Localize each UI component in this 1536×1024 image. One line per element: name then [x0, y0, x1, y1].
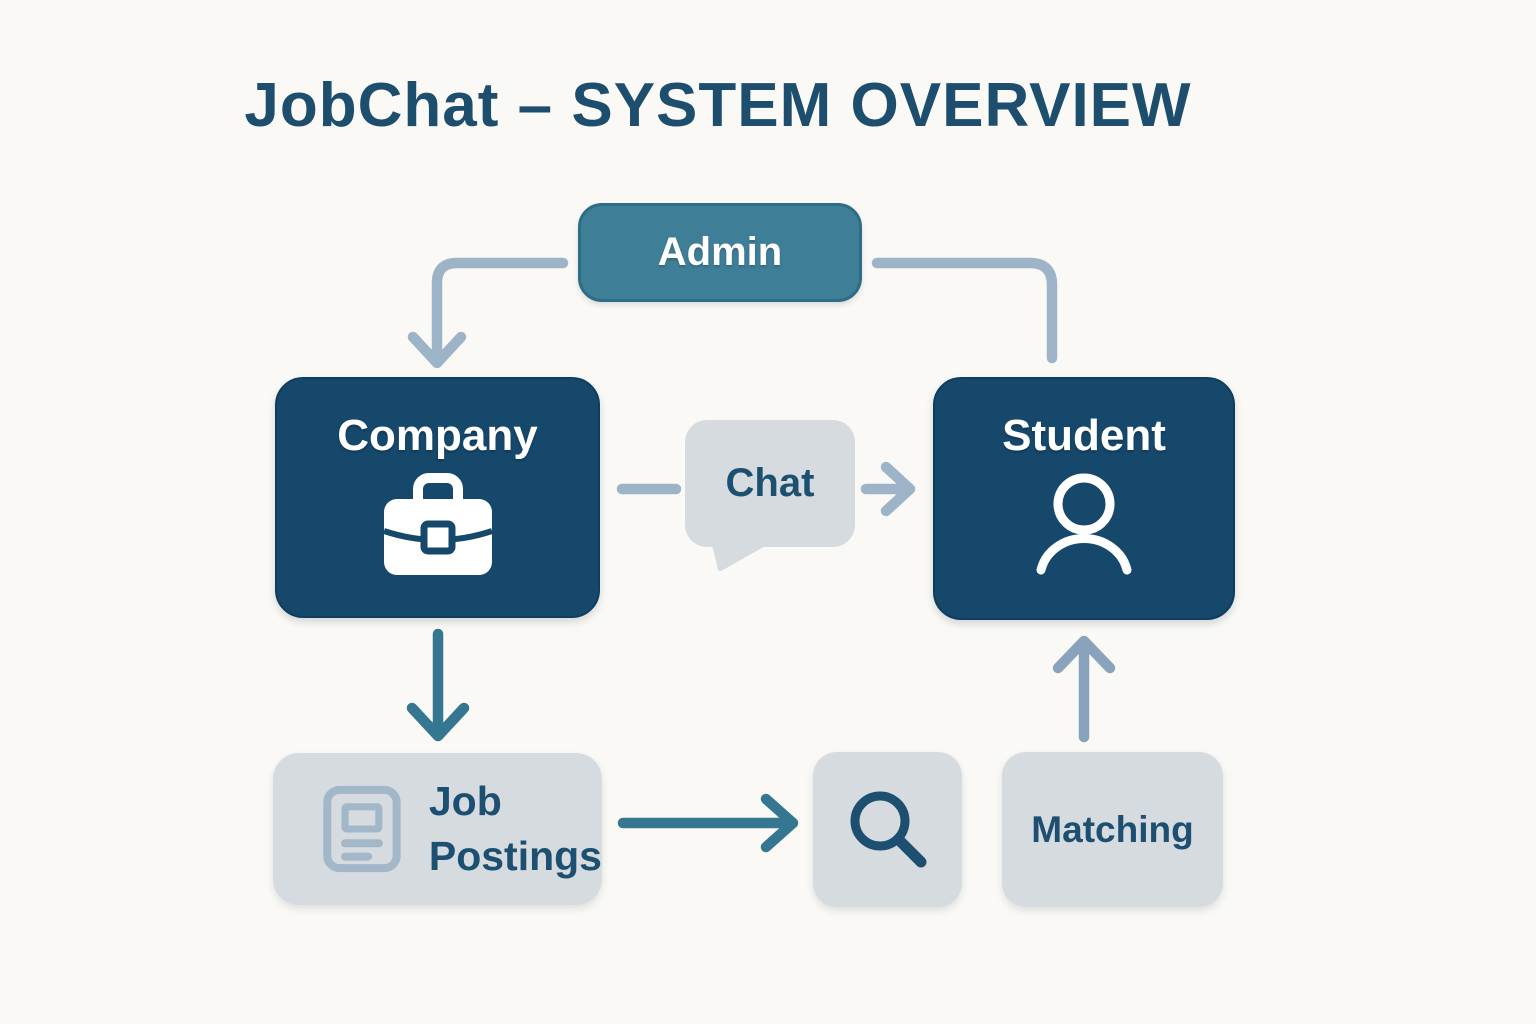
magnifier-icon [850, 791, 926, 867]
node-student[interactable]: Student [933, 377, 1235, 620]
job-postings-line-1: Job [428, 778, 502, 825]
node-company[interactable]: Company [275, 377, 600, 618]
node-chat-label: Chat [725, 461, 815, 505]
page-title: JobChat – SYSTEM OVERVIEW [244, 71, 1192, 140]
node-company-label: Company [337, 411, 538, 460]
node-search[interactable] [813, 752, 962, 907]
arrow-admin-to-company [407, 257, 569, 369]
arrow-company-to-jobpostings [406, 628, 470, 742]
node-job-postings-label: Job Postings [429, 774, 602, 884]
speech-bubble-tail [712, 545, 767, 571]
briefcase-icon [382, 473, 493, 575]
node-student-label: Student [1002, 411, 1166, 460]
node-chat[interactable]: Chat [685, 420, 855, 571]
document-icon [323, 785, 401, 873]
connector-admin-to-student [871, 257, 1058, 364]
arrow-chat-to-student [860, 461, 916, 517]
arrow-jobpostings-to-search [617, 793, 799, 853]
job-postings-line-2: Postings [428, 833, 602, 879]
node-admin[interactable]: Admin [578, 203, 862, 302]
person-icon [1036, 473, 1132, 575]
node-admin-label: Admin [657, 230, 783, 274]
node-job-postings[interactable]: Job Postings [273, 753, 602, 905]
arrow-matching-to-student [1052, 635, 1116, 743]
node-matching-label: Matching [1031, 808, 1194, 850]
node-matching[interactable]: Matching [1002, 752, 1223, 907]
